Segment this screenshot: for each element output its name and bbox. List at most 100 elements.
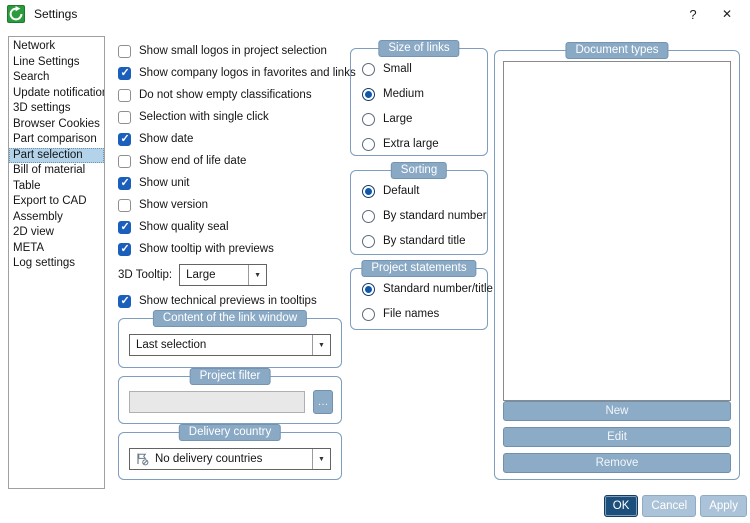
radio-label: Large <box>383 113 413 125</box>
group-title: Content of the link window <box>152 310 308 327</box>
checkbox-label: Show small logos in project selection <box>139 45 327 57</box>
radio-icon[interactable] <box>362 184 375 198</box>
checkbox-icon[interactable] <box>118 110 131 124</box>
radio-option[interactable]: Medium <box>362 87 487 101</box>
project-filter-group: Project filter … <box>118 368 342 424</box>
sorting-options: Default By standard number By standard t… <box>362 184 487 248</box>
radio-icon[interactable] <box>362 282 375 296</box>
checkbox-icon[interactable] <box>118 198 131 212</box>
checkbox-icon[interactable] <box>118 132 131 146</box>
checkbox-icon[interactable] <box>118 294 131 308</box>
checkbox-row[interactable]: Show date <box>118 132 348 146</box>
radio-icon[interactable] <box>362 62 375 76</box>
sidebar-item[interactable]: Part selection <box>9 147 104 163</box>
project-filter-input[interactable] <box>129 391 305 413</box>
checkbox-icon[interactable] <box>118 242 131 256</box>
sidebar-item[interactable]: Browser Cookies <box>13 117 100 130</box>
radio-option[interactable]: By standard number <box>362 209 487 223</box>
checkbox-icon[interactable] <box>118 220 131 234</box>
sidebar-item[interactable]: Bill of material <box>13 164 86 176</box>
ok-button[interactable]: OK <box>603 495 639 517</box>
radio-label: Extra large <box>383 138 439 150</box>
radio-icon[interactable] <box>362 234 375 248</box>
sidebar-item[interactable]: Update notification <box>13 86 104 99</box>
checkbox-label: Do not show empty classifications <box>139 89 312 101</box>
checkbox-row[interactable]: Show quality seal <box>118 220 348 234</box>
sidebar-item[interactable]: Part comparison <box>13 133 97 145</box>
sidebar-item[interactable]: Line Settings <box>13 55 80 68</box>
edit-button[interactable]: Edit <box>503 427 731 447</box>
checkbox-icon[interactable] <box>118 176 131 190</box>
settings-category-list[interactable]: Network Line Settings Search Update noti… <box>8 36 105 489</box>
checkbox-label: Show quality seal <box>139 221 229 233</box>
sidebar-item[interactable]: Table <box>13 179 41 192</box>
radio-option[interactable]: Small <box>362 62 487 76</box>
apply-button[interactable]: Apply <box>700 495 747 517</box>
radio-option[interactable]: File names <box>362 307 487 321</box>
checkbox-label: Show end of life date <box>139 155 247 167</box>
delivery-country-select[interactable]: No delivery countries ▼ <box>129 448 331 470</box>
checkbox-row[interactable]: Show end of life date <box>118 154 348 168</box>
checkbox-row[interactable]: Show small logos in project selection <box>118 44 348 58</box>
radio-option[interactable]: Standard number/title <box>362 282 493 296</box>
link-window-select[interactable]: Last selection ▼ <box>129 334 331 356</box>
sidebar-item[interactable]: Log settings <box>13 257 76 269</box>
checkbox-icon[interactable] <box>118 88 131 102</box>
checkbox-label: Show tooltip with previews <box>139 243 274 255</box>
radio-icon[interactable] <box>362 209 375 223</box>
cancel-button[interactable]: Cancel <box>642 495 697 517</box>
sidebar-item[interactable]: 2D view <box>13 226 54 238</box>
help-button[interactable]: ? <box>676 0 710 28</box>
checkbox-row[interactable]: Show unit <box>118 176 348 190</box>
window-title: Settings <box>34 7 78 21</box>
checkbox-row[interactable]: Show company logos in favorites and link… <box>118 66 356 80</box>
radio-icon[interactable] <box>362 137 375 151</box>
sidebar-item[interactable]: Assembly <box>13 210 63 223</box>
checkbox-icon[interactable] <box>118 66 131 80</box>
radio-label: File names <box>383 308 440 320</box>
delivery-country-value: No delivery countries <box>155 453 263 465</box>
sidebar-item[interactable]: META <box>13 241 45 254</box>
browse-button[interactable]: … <box>313 390 333 414</box>
group-title: Sorting <box>390 162 448 179</box>
checkbox-label: Show company logos in favorites and link… <box>139 67 356 79</box>
close-button[interactable]: ✕ <box>710 0 744 28</box>
radio-icon[interactable] <box>362 112 375 126</box>
radio-option[interactable]: Extra large <box>362 137 487 151</box>
project-statements-options: Standard number/title File names <box>362 282 493 321</box>
checkbox-icon[interactable] <box>118 154 131 168</box>
radio-icon[interactable] <box>362 307 375 321</box>
delivery-country-group: Delivery country No delivery countries ▼ <box>118 424 342 480</box>
checkbox-row[interactable]: Show version <box>118 198 348 212</box>
radio-option[interactable]: By standard title <box>362 234 487 248</box>
checkbox-group-top: Show small logos in project selection Sh… <box>118 44 356 256</box>
3d-tooltip-value: Large <box>186 269 216 281</box>
checkbox-label: Show unit <box>139 177 190 189</box>
radio-label: By standard title <box>383 235 466 247</box>
checkbox-row[interactable]: Show technical previews in tooltips <box>118 294 348 308</box>
sidebar-item[interactable]: 3D settings <box>13 102 71 114</box>
document-types-list[interactable] <box>503 61 731 401</box>
sidebar-item[interactable]: Export to CAD <box>13 195 87 207</box>
checkbox-row[interactable]: Do not show empty classifications <box>118 88 348 102</box>
checkbox-label: Show technical previews in tooltips <box>139 295 317 307</box>
project-statements-group: Project statements Standard number/title… <box>350 260 493 330</box>
radio-label: By standard number <box>383 210 487 222</box>
group-title: Delivery country <box>178 424 282 441</box>
radio-label: Standard number/title <box>383 283 493 295</box>
remove-button[interactable]: Remove <box>503 453 731 473</box>
chevron-down-icon: ▼ <box>312 335 330 355</box>
sidebar-item[interactable]: Search <box>13 71 50 83</box>
checkbox-row[interactable]: Selection with single click <box>118 110 348 124</box>
radio-option[interactable]: Large <box>362 112 487 126</box>
checkbox-row[interactable]: Show tooltip with previews <box>118 242 348 256</box>
new-button[interactable]: New <box>503 401 731 421</box>
document-types-group: Document types New Edit Remove <box>494 42 740 480</box>
radio-icon[interactable] <box>362 87 375 101</box>
3d-tooltip-select[interactable]: Large ▼ <box>179 264 268 286</box>
no-flag-icon <box>130 449 149 469</box>
radio-option[interactable]: Default <box>362 184 487 198</box>
sidebar-item[interactable]: Network <box>13 40 56 52</box>
title-bar: Settings ? ✕ <box>0 0 750 28</box>
checkbox-icon[interactable] <box>118 44 131 58</box>
